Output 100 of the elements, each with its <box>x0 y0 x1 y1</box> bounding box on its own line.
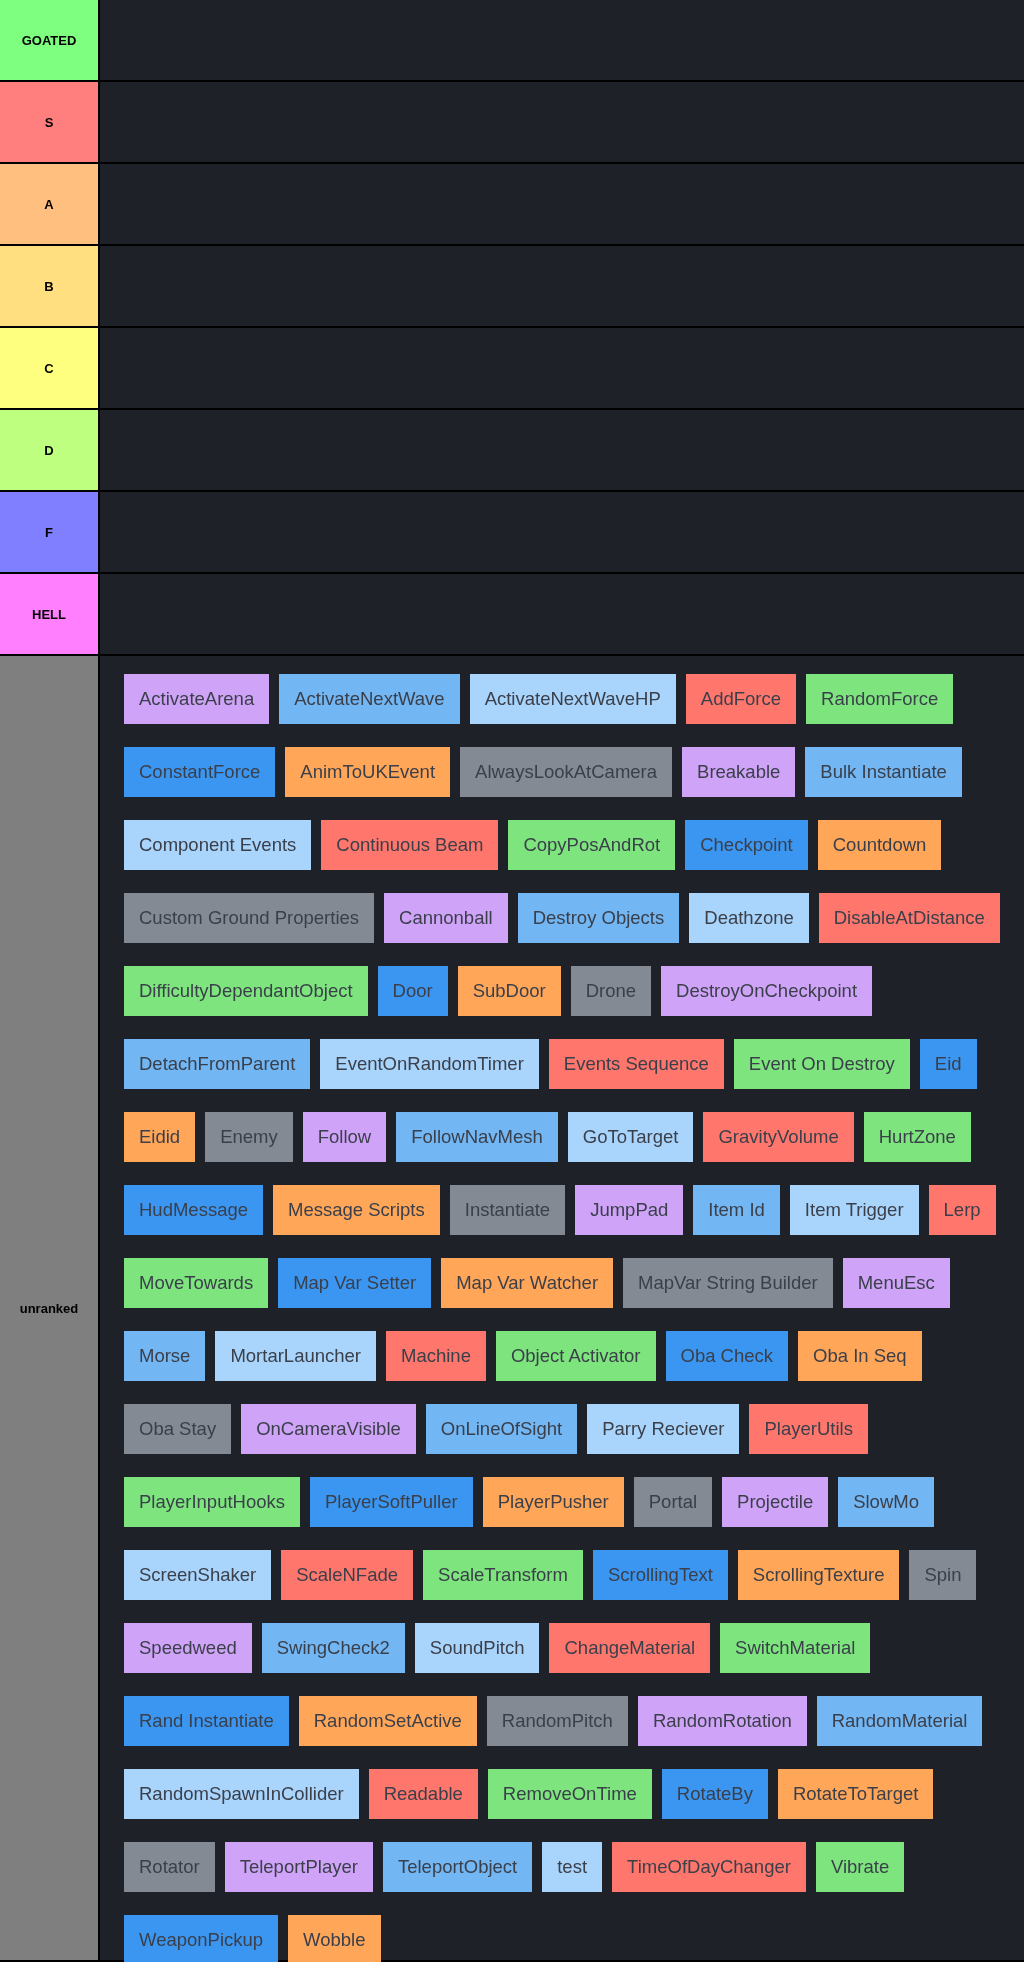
item-tag: EventOnRandomTimer <box>320 1039 539 1089</box>
item-tag: PlayerPusher <box>482 1477 624 1527</box>
item-tag: SubDoor <box>457 966 561 1016</box>
tier-row <box>0 574 1024 656</box>
item-tag: Checkpoint <box>685 820 808 870</box>
tier-label: F <box>45 524 53 540</box>
item-tag: Map Var Setter <box>278 1258 432 1308</box>
item-tag: Destroy Objects <box>517 893 680 943</box>
item-tag: ScrollingText <box>592 1550 728 1600</box>
item-tag: RandomPitch <box>486 1696 628 1746</box>
item-tag: SlowMo <box>838 1477 934 1527</box>
tier-label: D <box>44 442 54 458</box>
item-tag: test <box>542 1842 603 1892</box>
item-tag: HudMessage <box>124 1185 263 1235</box>
item-tag: Object Activator <box>495 1331 656 1381</box>
item-tag: Vibrate <box>815 1842 905 1892</box>
tier-label: S <box>44 114 54 130</box>
item-tag: Portal <box>633 1477 713 1527</box>
tier-row <box>0 246 1024 328</box>
item-tag: Follow <box>302 1112 387 1162</box>
item-tag: MortarLauncher <box>215 1331 376 1381</box>
item-tag: AddForce <box>685 674 796 724</box>
tier-label: GOATED <box>21 32 77 48</box>
item-tag: Projectile <box>722 1477 829 1527</box>
item-tag: RandomSpawnInCollider <box>124 1769 359 1819</box>
tier-row <box>0 492 1024 574</box>
item-tag: AnimToUKEvent <box>285 747 451 797</box>
item-tag: SwingCheck2 <box>261 1623 405 1673</box>
tier-label: unranked <box>19 1300 79 1316</box>
item-tag: Wobble <box>288 1915 381 1962</box>
item-tag: Events Sequence <box>548 1039 724 1089</box>
item-tag: Component Events <box>124 820 312 870</box>
tier-row <box>0 164 1024 246</box>
item-tag: MapVar String Builder <box>623 1258 833 1308</box>
item-tag: Map Var Watcher <box>441 1258 614 1308</box>
item-tag: RandomRotation <box>637 1696 807 1746</box>
item-tag: RotateToTarget <box>777 1769 934 1819</box>
item-tag: DifficultyDependantObject <box>124 966 368 1016</box>
item-tag: RandomForce <box>806 674 954 724</box>
item-tag: DetachFromParent <box>124 1039 311 1089</box>
item-tag: ScreenShaker <box>124 1550 272 1600</box>
item-tag: PlayerInputHooks <box>124 1477 301 1527</box>
item-tag: TeleportPlayer <box>224 1842 373 1892</box>
item-tag: ScrollingTexture <box>737 1550 900 1600</box>
item-tag: PlayerUtils <box>749 1404 868 1454</box>
item-tag: Spin <box>909 1550 977 1600</box>
item-tag: AlwaysLookAtCamera <box>460 747 673 797</box>
item-tag: Event On Destroy <box>733 1039 910 1089</box>
item-tag: Rotator <box>124 1842 215 1892</box>
item-tag: Instantiate <box>449 1185 566 1235</box>
item-tag: Countdown <box>817 820 942 870</box>
item-tag: Cannonball <box>384 893 508 943</box>
tier-label: HELL <box>32 606 66 622</box>
item-tag: MoveTowards <box>124 1258 269 1308</box>
tier-label: C <box>44 360 54 376</box>
item-tag: JumpPad <box>575 1185 684 1235</box>
item-tag: Eidid <box>124 1112 196 1162</box>
item-tag: Door <box>377 966 448 1016</box>
item-tag: Readable <box>368 1769 478 1819</box>
item-tag: Lerp <box>928 1185 996 1235</box>
item-tag: HurtZone <box>863 1112 971 1162</box>
item-tag: Oba In Seq <box>798 1331 922 1381</box>
item-tag: RandomMaterial <box>816 1696 983 1746</box>
item-tag: Breakable <box>682 747 796 797</box>
tier-row <box>0 410 1024 492</box>
item-tag: Morse <box>124 1331 206 1381</box>
item-tag: DisableAtDistance <box>818 893 1000 943</box>
item-tag: SoundPitch <box>414 1623 540 1673</box>
item-tag: MenuEsc <box>842 1258 950 1308</box>
item-tag: SwitchMaterial <box>720 1623 871 1673</box>
item-tag: TimeOfDayChanger <box>612 1842 806 1892</box>
item-tag: ConstantForce <box>124 747 276 797</box>
item-tag: TeleportObject <box>382 1842 533 1892</box>
item-tag: Eid <box>919 1039 977 1089</box>
tier-row <box>0 656 1024 1962</box>
item-tag: ActivateNextWaveHP <box>469 674 676 724</box>
item-tag: FollowNavMesh <box>396 1112 558 1162</box>
item-tag: OnCameraVisible <box>241 1404 416 1454</box>
item-tag: Rand Instantiate <box>124 1696 289 1746</box>
item-tag: Parry Reciever <box>587 1404 740 1454</box>
item-tag: GoToTarget <box>567 1112 694 1162</box>
item-tag: Deathzone <box>689 893 809 943</box>
tier-row <box>0 0 1024 82</box>
item-tag: GravityVolume <box>703 1112 854 1162</box>
item-tag: PlayerSoftPuller <box>310 1477 473 1527</box>
item-tag: Oba Stay <box>124 1404 232 1454</box>
item-tag: OnLineOfSight <box>425 1404 578 1454</box>
tier-row <box>0 328 1024 410</box>
item-tag: Machine <box>386 1331 486 1381</box>
item-tag: ActivateNextWave <box>279 674 460 724</box>
tier-label: B <box>44 278 54 294</box>
item-tag: Oba Check <box>665 1331 789 1381</box>
item-tag: Continuous Beam <box>321 820 499 870</box>
item-tag: Message Scripts <box>273 1185 440 1235</box>
item-tag: ScaleTransform <box>423 1550 583 1600</box>
item-tag: ChangeMaterial <box>549 1623 711 1673</box>
item-tag: RandomSetActive <box>298 1696 477 1746</box>
item-tag: ScaleNFade <box>281 1550 414 1600</box>
item-tag: CopyPosAndRot <box>508 820 676 870</box>
item-tag: Drone <box>570 966 652 1016</box>
